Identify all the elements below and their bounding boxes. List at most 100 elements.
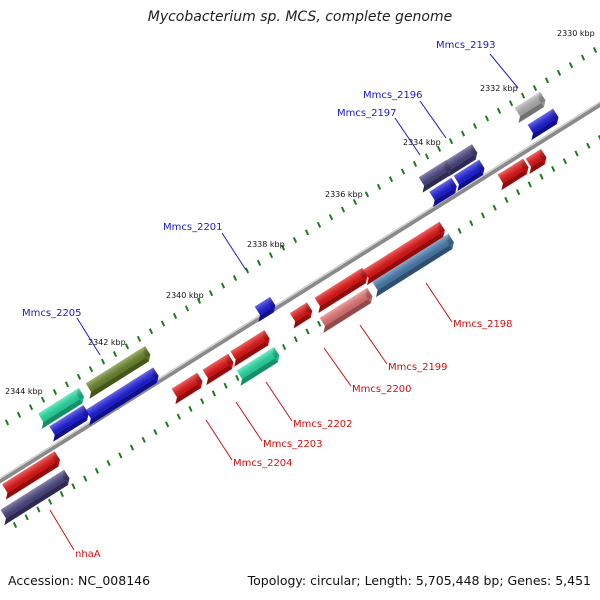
outer-tick-mark bbox=[304, 229, 310, 236]
outer-tick-mark bbox=[280, 244, 286, 251]
gene-fwd-c-side bbox=[89, 375, 159, 426]
outer-tick-mark bbox=[352, 198, 358, 206]
gene-rev-d bbox=[289, 302, 313, 329]
outer-tick-mark bbox=[460, 130, 466, 137]
gene-rev-c-side bbox=[367, 230, 445, 286]
outer-tick-mark bbox=[4, 419, 10, 426]
outer-tick-mark bbox=[208, 290, 214, 297]
reverse-label-leader bbox=[323, 347, 352, 387]
inner-tick-mark bbox=[94, 467, 100, 474]
gene-fwd-red-shading bbox=[2, 451, 60, 493]
reverse-gene-label: Mmcs_2202 bbox=[293, 419, 353, 430]
outer-tick-mark bbox=[532, 84, 538, 92]
inner-tick-mark bbox=[36, 506, 41, 513]
gene-rev-c bbox=[363, 221, 445, 286]
gene-fwd-c bbox=[85, 367, 159, 426]
outer-tick-mark bbox=[268, 252, 274, 259]
kbp-tick-label: 2334 kbp bbox=[403, 138, 441, 147]
gene-mmcs-2199-shading bbox=[314, 267, 368, 307]
kbp-tick-label: 2336 kbp bbox=[325, 190, 363, 199]
outer-tick-mark bbox=[292, 236, 298, 244]
gene-fwd-b-shading bbox=[429, 177, 457, 201]
gene-mmcs-2204 bbox=[171, 372, 203, 405]
gene-mmcs-2199-side bbox=[318, 276, 368, 314]
outer-tick-mark bbox=[100, 358, 106, 365]
gene-mmcs-2199 bbox=[314, 267, 368, 314]
gene-mmcs-2193-b bbox=[527, 108, 559, 141]
gene-fwd-b bbox=[429, 177, 457, 208]
gene-mmcs-2198-side bbox=[376, 242, 454, 298]
gene-fwd-d-side bbox=[53, 413, 89, 442]
kbp-tick-label: 2342 kbp bbox=[88, 338, 126, 347]
inner-tick-mark bbox=[71, 483, 76, 490]
inner-tick-mark bbox=[597, 134, 600, 141]
outer-tick-mark bbox=[508, 100, 514, 107]
gene-mmcs-2198 bbox=[372, 233, 454, 298]
outer-tick-mark bbox=[40, 396, 46, 403]
inner-tick-mark bbox=[200, 398, 205, 405]
gene-mmcs-2203 bbox=[202, 353, 234, 386]
inner-tick-mark bbox=[129, 444, 135, 451]
gene-mmcs-2203-side bbox=[206, 362, 234, 386]
outer-tick-mark bbox=[592, 46, 598, 54]
tick-marks-layer bbox=[4, 46, 600, 529]
outer-tick-mark bbox=[232, 274, 238, 282]
inner-tick-mark bbox=[176, 413, 181, 420]
gene-mmcs-2201-side bbox=[258, 305, 276, 322]
outer-tick-mark bbox=[340, 206, 346, 213]
gene-fwd-aqua bbox=[38, 387, 84, 429]
gene-nhaa-partner-shading bbox=[0, 469, 70, 519]
gene-fwd-a bbox=[453, 159, 485, 192]
outer-tick-mark bbox=[16, 411, 22, 418]
outer-tick-mark bbox=[472, 122, 478, 130]
gene-fwd-a-side bbox=[457, 168, 485, 192]
forward-label-leader bbox=[489, 53, 519, 89]
outer-tick-mark bbox=[412, 160, 418, 168]
inner-tick-mark bbox=[504, 196, 509, 203]
outer-tick-mark bbox=[124, 343, 130, 350]
gene-mmcs-2193-shading bbox=[514, 91, 546, 117]
gene-rev-d-shading bbox=[289, 302, 313, 322]
gene-nhaa-partner-side bbox=[4, 478, 70, 526]
gene-fwd-aqua-side bbox=[41, 396, 84, 429]
outer-tick-mark bbox=[148, 328, 154, 335]
outer-tick-mark bbox=[184, 305, 190, 312]
inner-tick-mark bbox=[317, 320, 322, 327]
reverse-label-leader bbox=[235, 401, 263, 442]
inner-tick-mark bbox=[492, 204, 497, 211]
inner-tick-mark bbox=[153, 429, 158, 436]
outer-tick-mark bbox=[568, 62, 574, 69]
gene-fwd-a-shading bbox=[453, 159, 485, 185]
outer-tick-mark bbox=[112, 350, 118, 358]
gene-fwd-b-side bbox=[433, 186, 457, 208]
inner-tick-mark bbox=[211, 390, 217, 397]
gene-nhaa-partner bbox=[0, 469, 70, 526]
gene-mmcs-2202-side bbox=[234, 338, 270, 367]
outer-tick-mark bbox=[316, 221, 322, 228]
gene-mmcs-2193-b-side bbox=[531, 117, 559, 141]
inner-tick-mark bbox=[527, 181, 532, 188]
gene-rev-a bbox=[497, 158, 529, 191]
reverse-gene-label: nhaA bbox=[75, 549, 101, 560]
reverse-gene-label: Mmcs_2200 bbox=[352, 384, 412, 395]
outer-tick-mark bbox=[160, 320, 166, 327]
reverse-label-leader bbox=[359, 324, 388, 365]
outer-tick-mark bbox=[220, 282, 226, 289]
inner-tick-mark bbox=[551, 165, 556, 172]
inner-tick-mark bbox=[83, 475, 88, 482]
inner-tick-mark bbox=[164, 421, 170, 428]
inner-tick-mark bbox=[539, 173, 544, 180]
gene-mmcs-2197-side bbox=[422, 168, 452, 193]
gene-mmcs-2193 bbox=[514, 91, 546, 124]
inner-tick-mark bbox=[480, 212, 486, 219]
inner-tick-mark bbox=[562, 158, 568, 165]
outer-tick-mark bbox=[172, 312, 178, 320]
forward-gene-label: Mmcs_2201 bbox=[163, 222, 223, 233]
forward-gene-label: Mmcs_2197 bbox=[337, 108, 397, 119]
outer-tick-mark bbox=[88, 366, 94, 373]
gene-rev-b-shading bbox=[525, 148, 547, 168]
gene-rev-b-side bbox=[529, 157, 547, 174]
inner-tick-mark bbox=[24, 514, 29, 521]
gene-mmcs-2197 bbox=[418, 160, 452, 193]
